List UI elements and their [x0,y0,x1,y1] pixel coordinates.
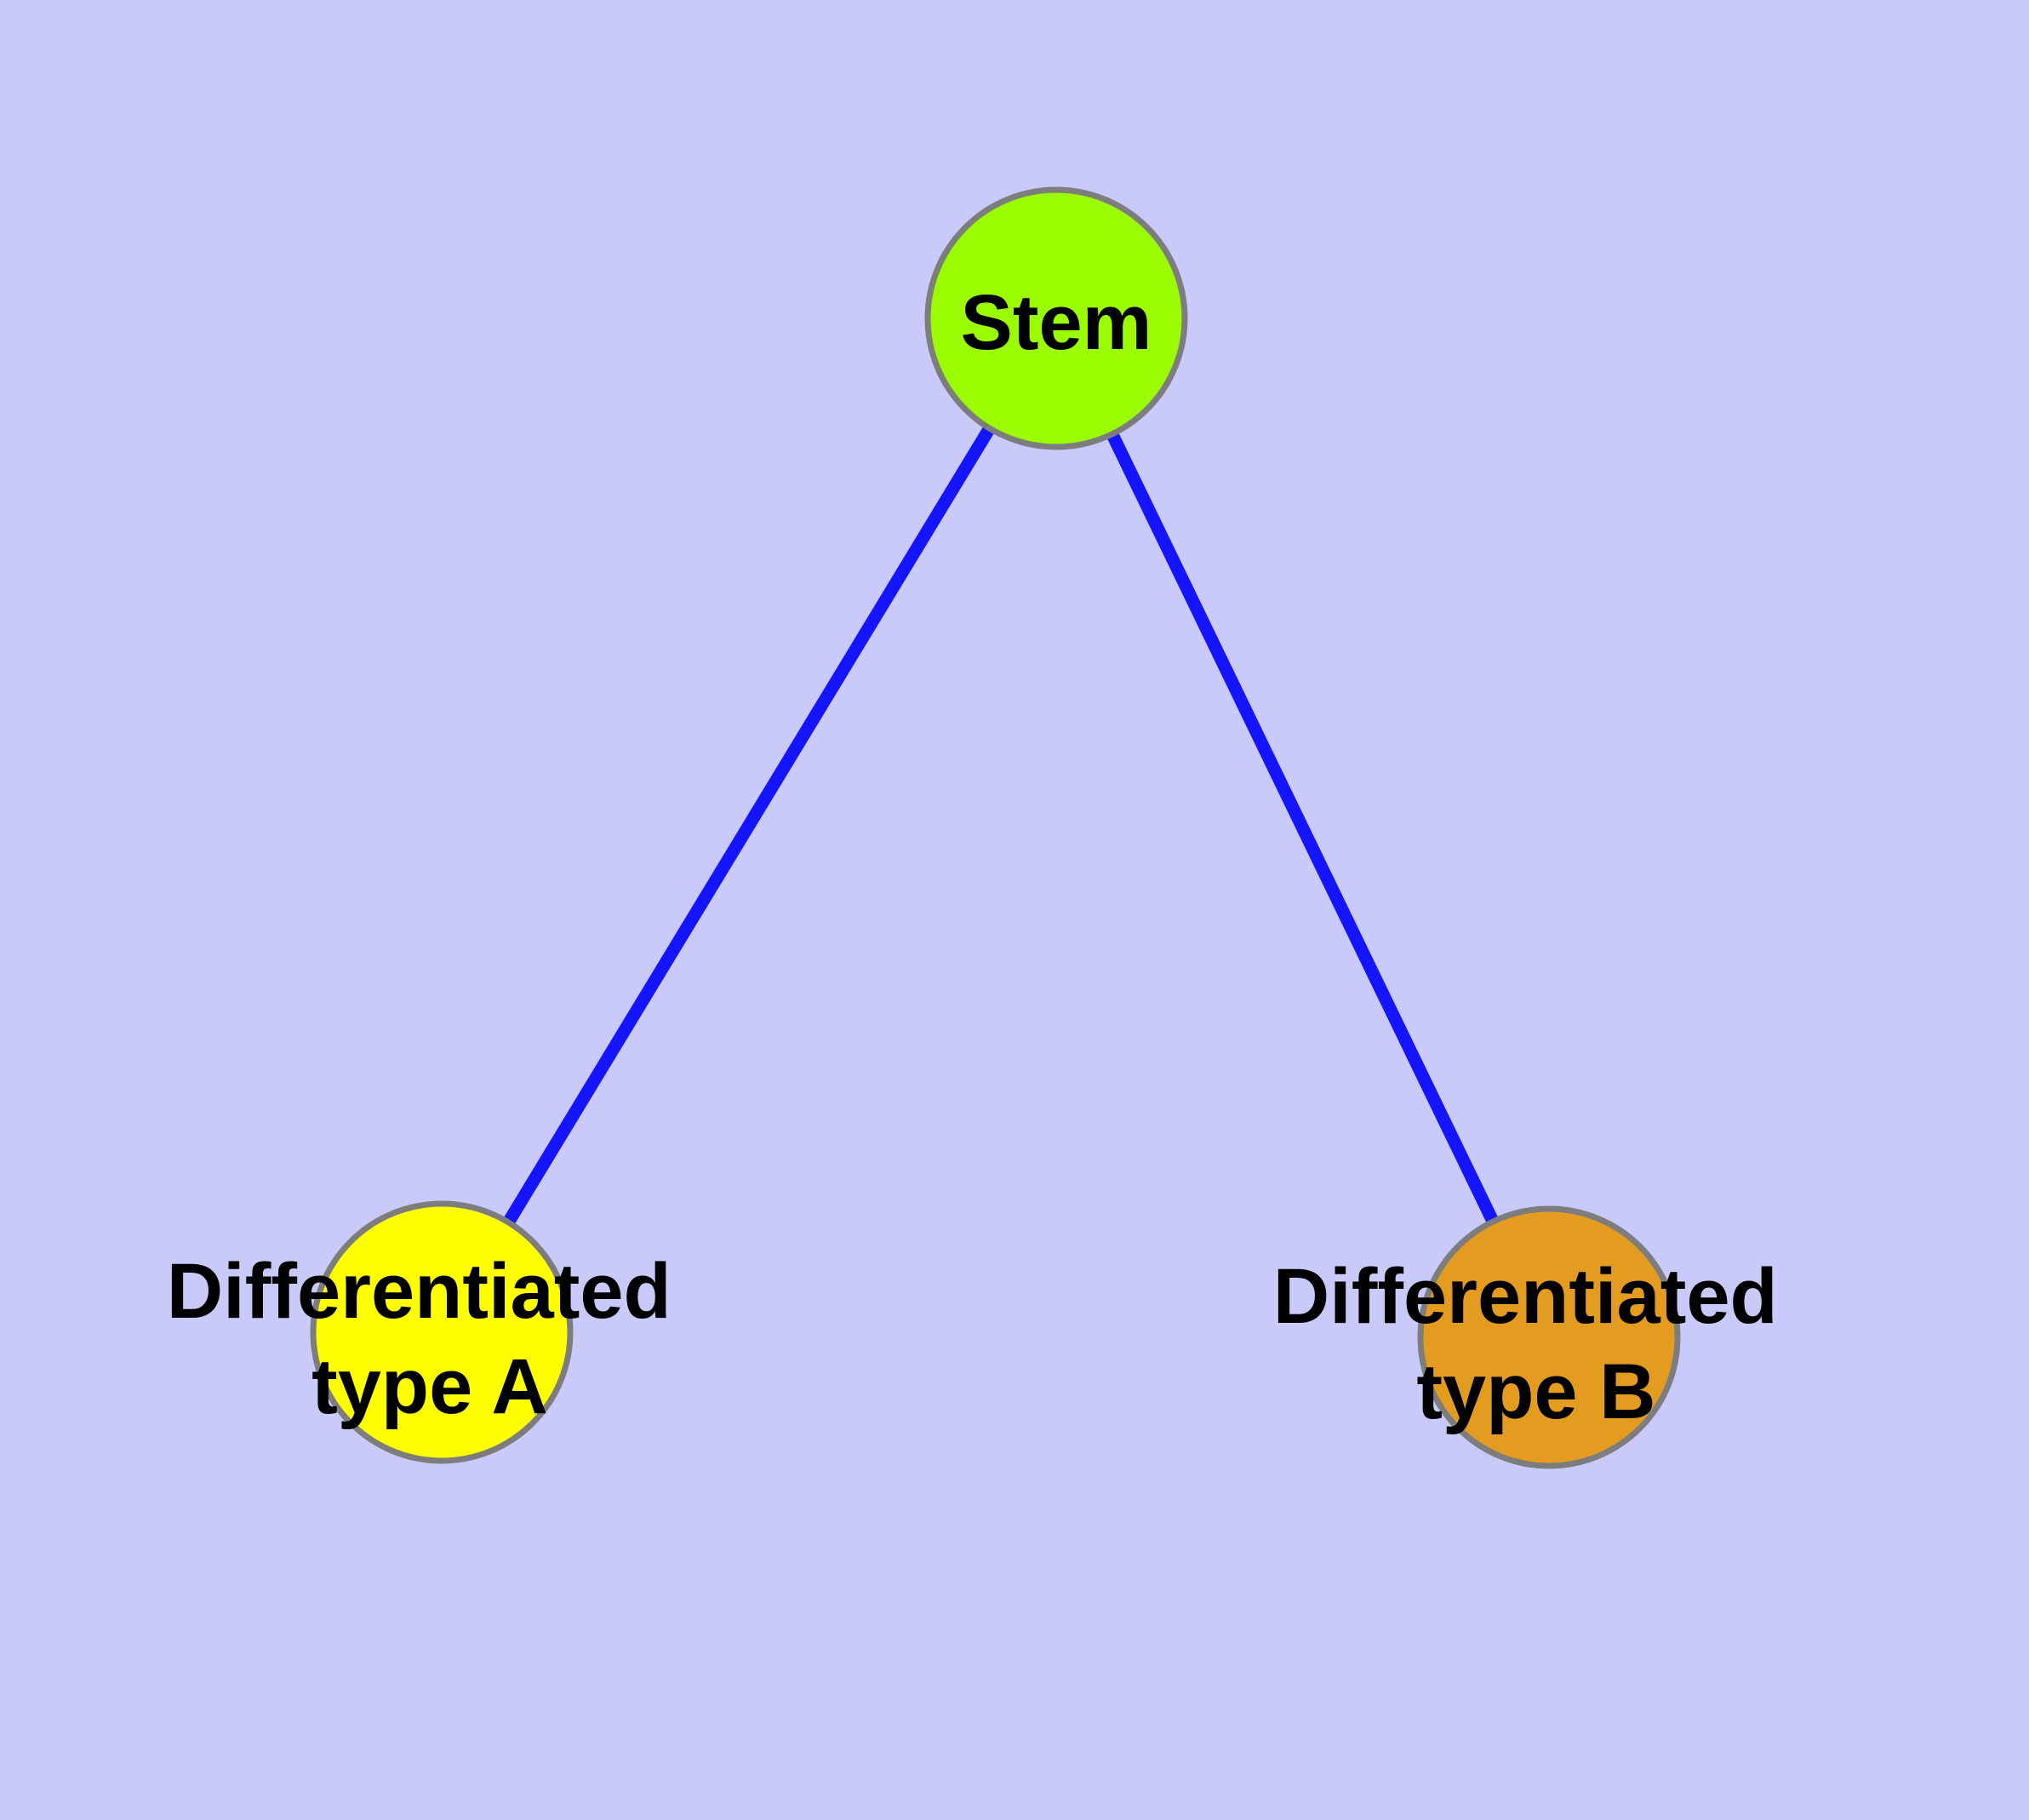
node-stem: Stem [924,186,1188,450]
node-type-b: Differentiated type B [1273,1205,1800,1469]
node-type-b-circle [1417,1205,1681,1469]
node-type-a-circle [310,1200,574,1464]
node-type-a: Differentiated type A [167,1200,694,1464]
node-type-b-label-line2: type B [1416,1348,1655,1435]
node-type-a-label: Differentiated type A [167,1248,694,1430]
node-type-b-label: Differentiated type B [1273,1253,1800,1435]
edge-stem-to-type-b [1050,315,1555,1341]
node-stem-circle [924,186,1188,450]
node-type-b-label-line1: Differentiated [1273,1253,1778,1340]
edge-stem-to-type-a [436,315,1062,1336]
node-type-a-label-line2: type A [311,1343,548,1430]
node-stem-label: Stem [961,279,1152,366]
node-type-a-label-line1: Differentiated [167,1248,672,1335]
